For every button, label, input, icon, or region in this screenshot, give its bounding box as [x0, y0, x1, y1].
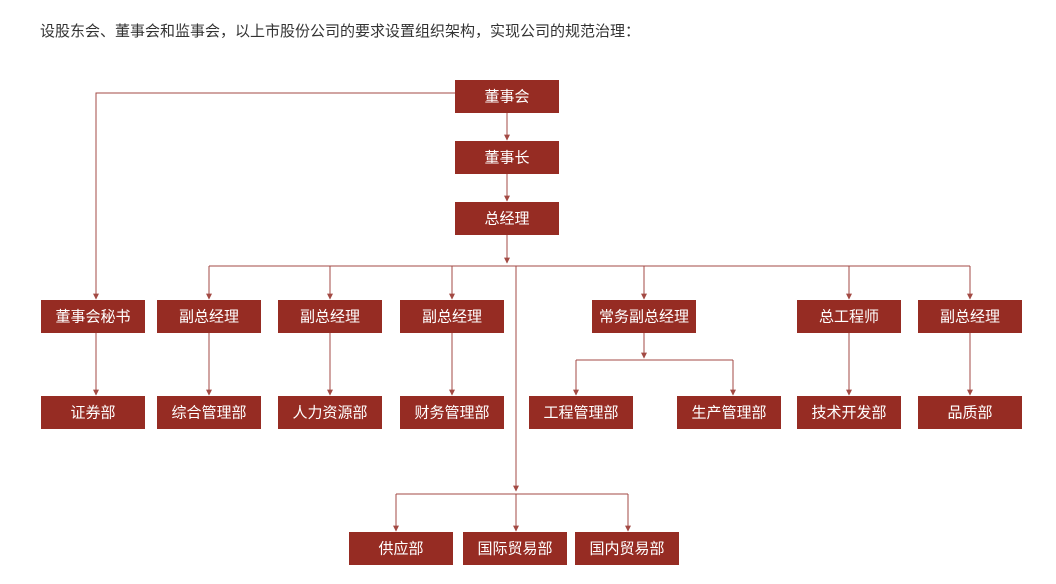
node-label: 国内贸易部	[589, 540, 664, 558]
node-label: 副总经理	[300, 308, 360, 326]
node-vgm-2: 副总经理	[278, 300, 382, 333]
node-label: 技术开发部	[811, 404, 886, 422]
node-label: 总工程师	[819, 308, 879, 326]
node-board: 董事会	[455, 80, 559, 113]
node-general-manager: 总经理	[455, 202, 559, 235]
node-label: 财务管理部	[414, 404, 489, 422]
node-label: 董事会	[484, 88, 529, 106]
node-label: 综合管理部	[171, 404, 246, 422]
node-vgm-3: 副总经理	[400, 300, 504, 333]
node-label: 品质部	[947, 404, 992, 422]
node-label: 副总经理	[940, 308, 1000, 326]
node-admin-dept: 综合管理部	[157, 396, 261, 429]
node-chairman: 董事长	[455, 141, 559, 174]
node-vgm-4: 副总经理	[918, 300, 1022, 333]
node-chief-engineer: 总工程师	[797, 300, 901, 333]
intro-text: 设股东会、董事会和监事会，以上市股份公司的要求设置组织架构，实现公司的规范治理：	[40, 22, 641, 40]
node-intl-trade-dept: 国际贸易部	[463, 532, 567, 565]
node-finance-dept: 财务管理部	[400, 396, 504, 429]
node-label: 副总经理	[422, 308, 482, 326]
connector-board-secretary	[93, 92, 455, 300]
node-engineering-dept: 工程管理部	[529, 396, 633, 429]
node-vgm-1: 副总经理	[157, 300, 261, 333]
node-supply-dept: 供应部	[349, 532, 453, 565]
connectors	[93, 92, 973, 532]
node-label: 人力资源部	[292, 404, 367, 422]
node-label: 董事会秘书	[55, 308, 130, 326]
node-securities-dept: 证券部	[41, 396, 145, 429]
node-hr-dept: 人力资源部	[278, 396, 382, 429]
node-label: 供应部	[378, 540, 423, 558]
node-label: 副总经理	[179, 308, 239, 326]
node-tech-dept: 技术开发部	[797, 396, 901, 429]
node-quality-dept: 品质部	[918, 396, 1022, 429]
nodes: 董事会 董事长 总经理 董事会秘书 副总经理 副总经理 副总经理 常务副总经	[41, 80, 1022, 565]
node-board-secretary: 董事会秘书	[41, 300, 145, 333]
node-label: 国际贸易部	[477, 540, 552, 558]
node-domestic-trade-dept: 国内贸易部	[575, 532, 679, 565]
node-label: 工程管理部	[543, 404, 618, 422]
node-label: 证券部	[70, 404, 115, 422]
node-production-dept: 生产管理部	[677, 396, 781, 429]
node-label: 常务副总经理	[599, 308, 689, 326]
node-label: 生产管理部	[691, 404, 766, 422]
node-label: 董事长	[484, 149, 529, 167]
node-executive-vgm: 常务副总经理	[592, 300, 696, 333]
node-label: 总经理	[484, 210, 529, 228]
